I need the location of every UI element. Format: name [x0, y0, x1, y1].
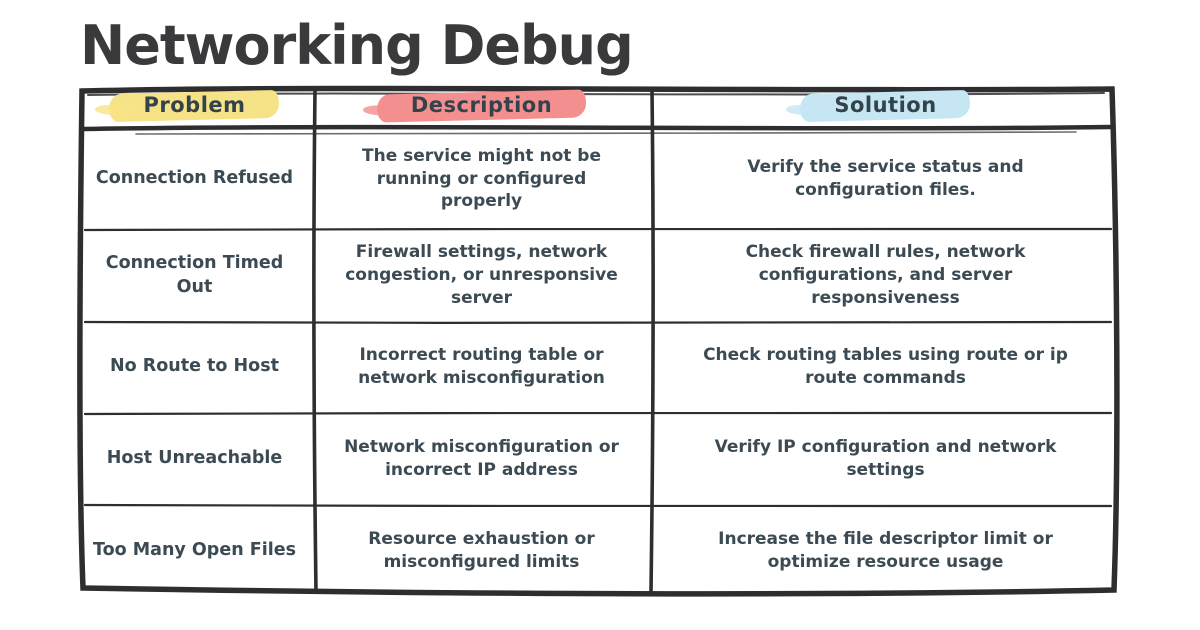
- solution-cell: Increase the file descriptor limit or op…: [718, 529, 1053, 572]
- column-header-description: Description: [313, 82, 650, 128]
- problem-cell: Host Unreachable: [106, 448, 283, 469]
- problem-cell: Connection Refused: [95, 168, 294, 189]
- solution-cell: Check firewall rules, network configurat…: [745, 242, 1026, 308]
- column-header-label: Solution: [834, 93, 937, 117]
- solution-cell: Check routing tables using route or ip r…: [703, 345, 1068, 388]
- problem-cell: Connection Timed Out: [105, 252, 284, 297]
- table-grid: Problem Description Solution Connection …: [76, 82, 1121, 597]
- description-cell: The service might not be running or conf…: [362, 145, 601, 212]
- debug-table: Problem Description Solution Connection …: [76, 82, 1121, 597]
- description-cell: Incorrect routing table or network misco…: [358, 345, 605, 388]
- page-title: Networking Debug: [80, 14, 634, 77]
- description-cell: Firewall settings, network congestion, o…: [345, 242, 618, 308]
- description-cell: Resource exhaustion or misconfigured lim…: [368, 529, 595, 572]
- solution-cell: Verify the service status and configurat…: [747, 157, 1024, 200]
- column-header-solution: Solution: [650, 82, 1121, 128]
- column-header-label: Problem: [143, 93, 246, 117]
- description-cell: Network misconfiguration or incorrect IP…: [344, 437, 619, 480]
- solution-cell: Verify IP configuration and network sett…: [714, 437, 1057, 480]
- column-header-problem: Problem: [76, 82, 313, 128]
- problem-cell: No Route to Host: [110, 356, 279, 377]
- column-header-label: Description: [410, 93, 553, 117]
- problem-cell: Too Many Open Files: [93, 540, 296, 561]
